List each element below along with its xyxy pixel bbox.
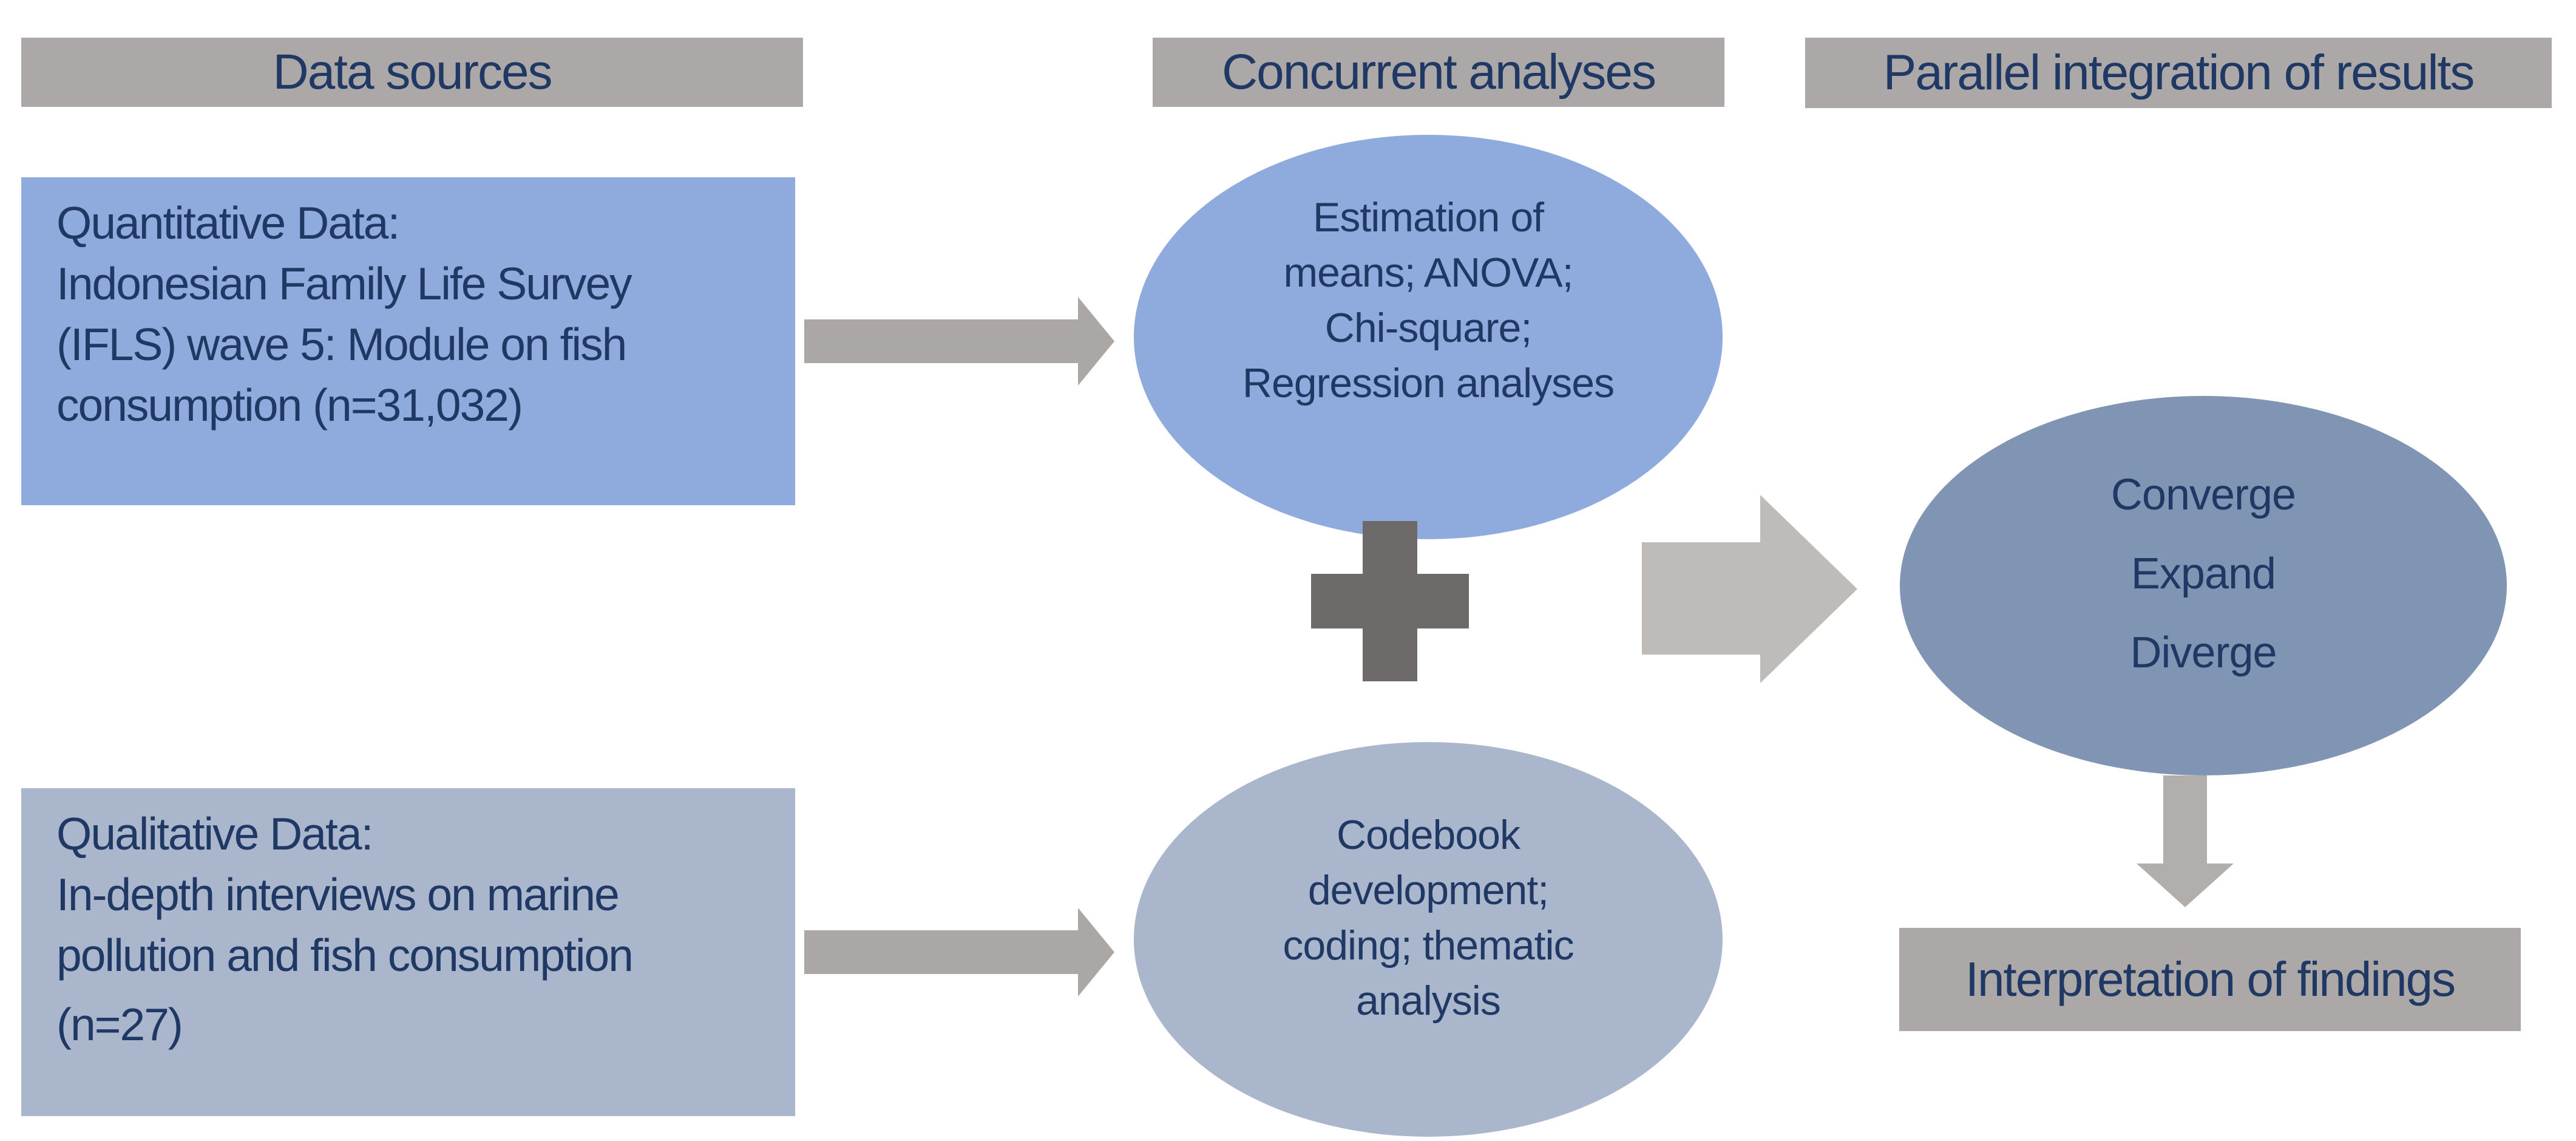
plus-icon	[1311, 521, 1469, 681]
text-line: Qualitative Data:	[56, 808, 373, 859]
text-line: means; ANOVA;	[1283, 250, 1573, 296]
text-line: pollution and fish consumption	[56, 930, 634, 981]
quantitative-data-box: Quantitative Data: Indonesian Family Life…	[21, 177, 795, 505]
arrow-shaft	[804, 319, 1078, 363]
arrow-head	[2137, 863, 2234, 907]
header-parallel-integration-label: Parallel integration of results	[1883, 45, 2475, 100]
arrow-down-icon	[2137, 775, 2234, 907]
text-line: In-depth interviews on marine	[56, 869, 620, 920]
text-line: Chi-square;	[1324, 305, 1532, 351]
arrow-head	[1760, 495, 1857, 683]
text-line: (IFLS) wave 5: Module on fish	[56, 319, 627, 370]
header-parallel-integration: Parallel integration of results	[1805, 38, 2552, 108]
arrow-right-icon	[1642, 495, 1857, 683]
text-line: Estimation of	[1312, 194, 1544, 240]
text-line: development;	[1307, 867, 1549, 913]
text-line: Quantitative Data:	[56, 197, 400, 248]
header-concurrent-analyses: Concurrent analyses	[1153, 38, 1724, 107]
interpretation-label: Interpretation of findings	[1965, 952, 2456, 1006]
text-line: Expand	[2130, 549, 2276, 598]
text-line: coding; thematic	[1283, 922, 1574, 969]
arrow-head	[1078, 908, 1114, 996]
text-line: Codebook	[1336, 812, 1520, 858]
arrow-head	[1078, 297, 1114, 386]
arrow-right-icon	[804, 908, 1114, 996]
header-data-sources: Data sources	[21, 38, 803, 107]
header-data-sources-label: Data sources	[273, 44, 552, 100]
text-line: Diverge	[2130, 628, 2277, 677]
quantitative-analysis-ellipse: Estimation of means; ANOVA; Chi-square; Reg…	[1134, 135, 1723, 539]
text-line: (n=27)	[56, 999, 183, 1050]
arrow-shaft	[1642, 542, 1761, 655]
header-concurrent-analyses-label: Concurrent analyses	[1221, 44, 1656, 100]
qualitative-analysis-ellipse: Codebook development; coding; thematic anal…	[1134, 742, 1723, 1137]
plus-vertical-bar	[1363, 521, 1417, 681]
text-line: Regression analyses	[1242, 360, 1615, 406]
arrow-right-icon	[804, 297, 1114, 386]
text-line: Indonesian Family Life Survey	[56, 258, 632, 309]
interpretation-of-findings-box: Interpretation of findings	[1899, 928, 2521, 1031]
arrow-shaft	[804, 930, 1078, 974]
text-line: analysis	[1356, 978, 1501, 1024]
qualitative-data-box: Qualitative Data: In-depth interviews on …	[21, 788, 795, 1116]
text-line: Converge	[2110, 470, 2296, 519]
arrow-shaft	[2163, 775, 2207, 864]
text-line: consumption (n=31,032)	[56, 380, 523, 431]
